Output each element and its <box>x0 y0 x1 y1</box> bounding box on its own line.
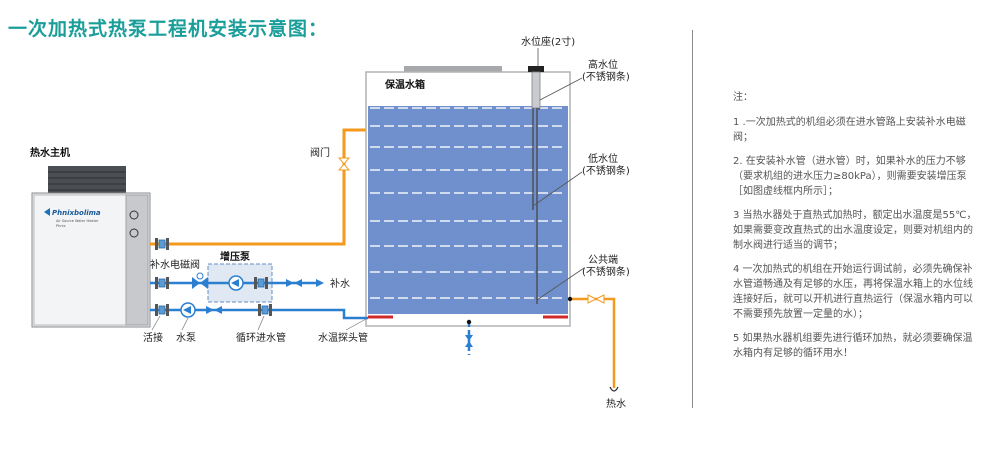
notes-panel: 注： 1 .一次加热式的机组必须在进水管路上安装补水电磁阀； 2. 在安装补水管… <box>733 90 978 370</box>
brand-name: Phnixbolima <box>52 209 101 217</box>
note-item: 5 如果热水器机组要先进行循环加热，就必须要确保温水箱内有足够的循环用水！ <box>733 333 973 359</box>
circulation-pipe-label: 循环进水管 <box>236 331 286 344</box>
insulated-water-tank: 保温水箱 <box>365 66 571 327</box>
makeup-valve-icon <box>286 279 302 287</box>
unit-side-panel <box>125 194 149 326</box>
union-fitting-icon <box>155 277 169 289</box>
common-label: 公共端 <box>588 253 618 266</box>
hot-water-label: 热水 <box>606 397 626 410</box>
unit-model-text-2: Phnix <box>56 224 66 228</box>
notes-heading: 注： <box>733 92 753 103</box>
tank-water <box>368 106 568 314</box>
gauge-icon <box>129 228 139 238</box>
water-level-sensor: 水位座(2寸) 高水位 (不锈钢条) 低水位 (不锈钢条) 公共端 (不锈钢条) <box>521 35 630 304</box>
union-fitting-icon <box>155 238 169 250</box>
unit-top-fan-grille <box>48 166 126 196</box>
outlet-valve-icon <box>587 294 605 304</box>
booster-pump-box: 增压泵 <box>207 250 273 303</box>
tank-drain <box>465 319 473 355</box>
union-fitting-icon <box>155 304 169 316</box>
heat-pump-unit: Phnixbolima Air Source Water Heater Phni… <box>30 146 151 328</box>
tank-label: 保温水箱 <box>384 78 425 91</box>
hot-water-outlet-pipe: 热水 <box>567 294 626 410</box>
hot-water-supply-pipe: 阀门 <box>150 128 366 250</box>
high-level-sub-label: (不锈钢条) <box>582 70 630 83</box>
installation-diagram: Phnixbolima Air Source Water Heater Phni… <box>30 35 630 410</box>
solenoid-label: 补水电磁阀 <box>150 258 200 271</box>
common-sub-label: (不锈钢条) <box>582 265 630 278</box>
booster-label: 增压泵 <box>220 250 251 263</box>
diagram-title: 一次加热式热泵工程机安装示意图： <box>8 18 329 40</box>
faucet-icon <box>609 386 619 392</box>
pump-label: 水泵 <box>176 332 196 344</box>
high-level-label: 高水位 <box>588 58 618 71</box>
circulation-inlet-pipe: 活接 水泵 循环进水管 水温探头管 <box>143 302 368 344</box>
note-item: 1 .一次加热式的机组必须在进水管路上安装补水电磁阀； <box>733 117 966 143</box>
circulation-valve-icon <box>206 306 222 314</box>
sensor-housing <box>531 71 541 109</box>
temp-probe-label: 水温探头管 <box>318 331 368 344</box>
low-level-sub-label: (不锈钢条) <box>582 164 630 177</box>
solenoid-valve-icon <box>192 272 208 289</box>
brand-logo-icon <box>44 208 50 216</box>
union-label: 活接 <box>143 331 163 344</box>
valve-icon <box>337 157 351 171</box>
tank-lid <box>404 66 502 73</box>
booster-pump-icon <box>228 275 244 291</box>
low-level-label: 低水位 <box>588 152 618 165</box>
sensor-seat-label: 水位座(2寸) <box>521 35 575 48</box>
note-item: 4 一次加热式的机组在开始运行调试前，必须先确保补水管道畅通及有足够的水压，再将… <box>733 264 973 320</box>
water-pump-icon <box>180 302 196 318</box>
makeup-label: 补水 <box>330 277 350 290</box>
drain-valve-icon <box>465 335 473 347</box>
valve-label: 阀门 <box>310 146 330 159</box>
gauge-icon <box>129 210 139 220</box>
vertical-divider <box>692 30 693 408</box>
unit-model-text: Air Source Water Heater <box>56 219 99 223</box>
makeup-water-pipe: 补水电磁阀 补水 <box>150 258 350 291</box>
sensor-seat <box>528 66 544 72</box>
union-fitting-icon <box>254 277 268 289</box>
union-fitting-icon <box>258 304 272 316</box>
note-item: 2. 在安装补水管（进水管）时，如果补水的压力不够（要求机组的进水压力≥80kP… <box>733 156 967 197</box>
note-item: 3 当热水器处于直热式加热时，额定出水温度是55℃，如果需要变改直热式的出水温度… <box>733 210 977 251</box>
host-label: 热水主机 <box>30 146 70 159</box>
